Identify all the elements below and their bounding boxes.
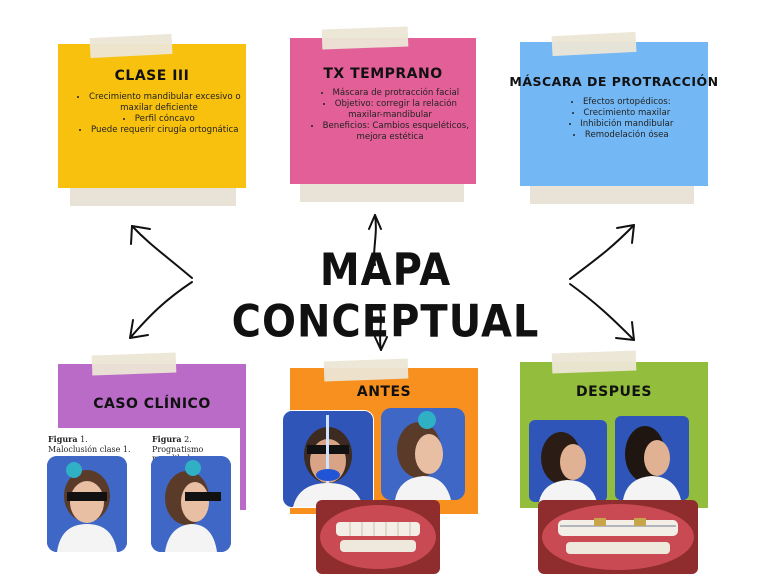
clase-list: Crecimiento mandibular excesivo o maxila… [58, 92, 246, 136]
clase-note: CLASE III Crecimiento mandibular excesiv… [58, 44, 246, 188]
arrow-to-antes [379, 307, 382, 351]
arrow-to-mascara [569, 224, 635, 280]
tape [551, 350, 637, 374]
tape [91, 352, 177, 376]
arrow-to-despues [569, 283, 635, 341]
mascara-item: Crecimiento maxilar [538, 108, 704, 119]
clase-item: Perfil cóncavo [76, 114, 242, 125]
tx-item: Objetivo: corregir la relación maxilar-m… [308, 99, 472, 121]
arrow-to-clase [131, 225, 193, 279]
antes-profile-photo [381, 408, 465, 500]
clase-title: CLASE III [114, 68, 190, 84]
antes-title: ANTES [356, 384, 412, 400]
despues-title: DESPUES [575, 384, 653, 400]
fig1-num: 1. [80, 435, 88, 444]
fig1-label: Figura [48, 434, 78, 444]
main-title: MAPA CONCEPTUAL [231, 244, 540, 348]
mascara-list: Efectos ortopédicos: Crecimiento maxilar… [520, 97, 708, 141]
tape [323, 358, 409, 382]
mascara-note: MÁSCARA DE PROTRACCIÓN Efectos ortopédic… [509, 42, 718, 186]
tx-note: TX TEMPRANO Máscara de protracción facia… [290, 38, 476, 184]
mascara-title: MÁSCARA DE PROTRACCIÓN [509, 74, 719, 89]
despues-teeth-image [538, 500, 698, 574]
tape [89, 33, 173, 59]
profile-photo-caso [151, 456, 231, 552]
tx-item: Máscara de protracción facial [308, 88, 472, 99]
mascara-item: Efectos ortopédicos: [538, 97, 704, 108]
antes-frontal-photo [282, 410, 374, 508]
clase-item: Puede requerir cirugía ortognática [76, 125, 242, 136]
tape [321, 26, 409, 50]
tx-list: Máscara de protracción facial Objetivo: … [290, 88, 476, 143]
antes-profile-image [381, 408, 465, 500]
patient-frontal-image [47, 456, 127, 552]
arrow-to-tx [373, 214, 377, 266]
caso-title: CASO CLÍNICO [93, 396, 211, 412]
fig2-num: 2. [184, 435, 192, 444]
mascara-item: Inhibición mandibular [538, 119, 704, 130]
fig1-text: Maloclusión clase 1. [48, 444, 131, 454]
arrow-to-caso [129, 281, 193, 339]
despues-profile-photo-1 [529, 420, 607, 502]
clase-item: Crecimiento mandibular excesivo o maxila… [76, 92, 242, 114]
tx-title: TX TEMPRANO [323, 66, 443, 82]
despues-intraoral-photo [538, 500, 698, 574]
frontal-photo-caso [47, 456, 127, 552]
antes-intraoral-photo [316, 500, 440, 574]
despues-profile-image-2 [615, 416, 689, 500]
figure1-caption: Figura 1. Maloclusión clase 1. [48, 434, 134, 454]
antes-teeth-image [316, 500, 440, 574]
mascara-item: Remodelación ósea [538, 130, 704, 141]
despues-profile-image-1 [529, 420, 607, 502]
patient-profile-image [151, 456, 231, 552]
despues-profile-photo-2 [615, 416, 689, 500]
antes-frontal-image [283, 411, 373, 507]
fig2-label: Figura [152, 434, 182, 444]
tx-item: Beneficios: Cambios esqueléticos, mejora… [308, 121, 472, 143]
